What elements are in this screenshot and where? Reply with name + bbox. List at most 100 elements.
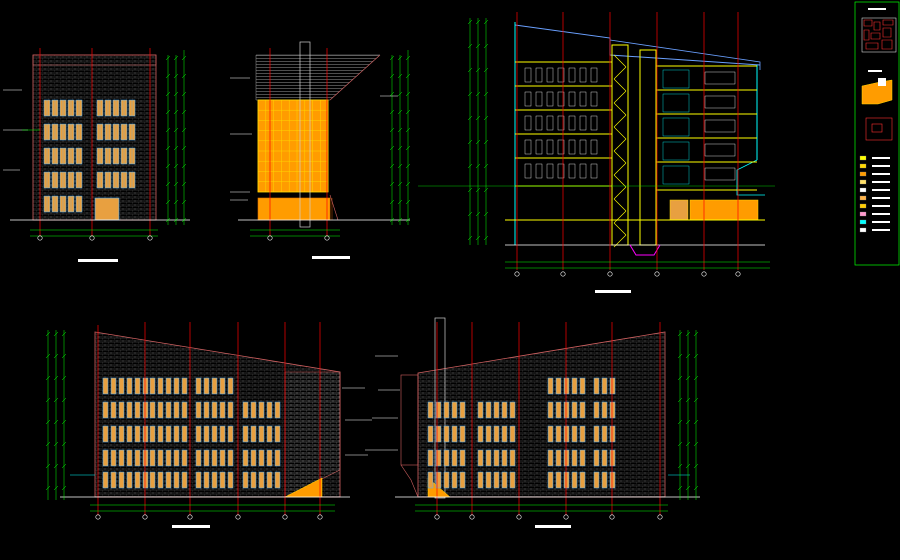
window: [451, 471, 458, 489]
window: [110, 449, 117, 467]
south-elevation-dimension-ticks: [37, 55, 187, 241]
section-window: [535, 139, 543, 155]
dimension-tick: [61, 375, 67, 381]
legend-swatch: [859, 195, 867, 201]
window: [181, 425, 188, 443]
window: [250, 449, 257, 467]
window: [509, 401, 516, 419]
dimension-tick: [173, 109, 179, 115]
cross-section-elevator-core: [639, 49, 657, 246]
east-long-elevation-drawing[interactable]: [365, 317, 700, 528]
dimension-tick: [173, 145, 179, 151]
window: [203, 425, 210, 443]
window: [142, 425, 149, 443]
axis-bubble: [514, 271, 520, 277]
window: [593, 401, 600, 419]
section-window: [546, 115, 554, 131]
east-elevation-drawing[interactable]: [230, 41, 411, 259]
dimension-tick: [483, 43, 489, 49]
dimension-tick: [475, 187, 481, 193]
dimension-tick: [483, 91, 489, 97]
window: [555, 449, 562, 467]
dimension-tick: [397, 109, 403, 115]
window: [242, 425, 249, 443]
section-window: [590, 139, 598, 155]
window: [501, 449, 508, 467]
window: [219, 449, 226, 467]
dimension-tick: [181, 217, 187, 223]
window: [242, 449, 249, 467]
dimension-tick: [61, 419, 67, 425]
dimension-tick: [483, 235, 489, 241]
window: [601, 377, 608, 395]
dimension-tick: [45, 441, 51, 447]
window: [258, 401, 265, 419]
legend-label-bar: [872, 173, 890, 175]
stair-flight: [613, 54, 627, 68]
legend-panel[interactable]: [854, 1, 900, 266]
window: [563, 401, 570, 419]
south-elevation-drawing[interactable]: [3, 48, 190, 262]
window: [227, 377, 234, 395]
window: [118, 425, 125, 443]
stair-flight: [613, 114, 627, 128]
section-window: [704, 143, 736, 157]
window: [149, 471, 156, 489]
dimension-tick: [677, 375, 683, 381]
dimension-tick: [405, 163, 411, 169]
east-elevation-slope: [329, 54, 381, 101]
dimension-tick: [475, 91, 481, 97]
axis-bubble: [235, 514, 241, 520]
section-window: [579, 139, 587, 155]
window: [134, 449, 141, 467]
section-window: [704, 167, 736, 181]
dimension-tick: [45, 375, 51, 381]
dimension-tick: [45, 419, 51, 425]
legend-subheader-bar: [868, 70, 882, 72]
window: [547, 377, 554, 395]
dimension-tick: [173, 217, 179, 223]
stair-flight: [613, 210, 627, 224]
window: [443, 425, 450, 443]
dimension-tick: [405, 91, 411, 97]
window: [601, 471, 608, 489]
stair-flight: [613, 174, 627, 188]
window: [242, 471, 249, 489]
dimension-tick: [45, 353, 51, 359]
dimension-tick: [61, 331, 67, 337]
cross-section-right-canopy: [736, 159, 765, 196]
window: [134, 471, 141, 489]
window: [579, 377, 586, 395]
dimension-tick: [677, 441, 683, 447]
window: [173, 425, 180, 443]
section-partition: [662, 117, 690, 137]
section-window: [590, 163, 598, 179]
legend-label-bar: [872, 157, 890, 159]
south-elevation-leaders: [3, 89, 40, 171]
window: [266, 449, 273, 467]
dimension-tick: [685, 419, 691, 425]
west-long-elevation-drawing[interactable]: [45, 322, 372, 528]
section-window: [535, 91, 543, 107]
window: [173, 401, 180, 419]
cross-section-floor-slabs: [515, 61, 757, 191]
stair-flight: [613, 138, 627, 152]
east-elevation-roof: [255, 54, 381, 101]
section-window: [590, 115, 598, 131]
window: [571, 425, 578, 443]
window: [485, 471, 492, 489]
dimension-tick: [165, 127, 171, 133]
axis-bubble: [657, 514, 663, 520]
dimension-tick: [389, 91, 395, 97]
cross-section-drawing[interactable]: [418, 12, 775, 293]
east-elevation-leaders: [230, 77, 398, 201]
window: [459, 401, 466, 419]
stair-flight: [613, 150, 627, 164]
window: [165, 449, 172, 467]
window: [102, 401, 109, 419]
window: [110, 425, 117, 443]
section-window: [546, 91, 554, 107]
stair-flight: [613, 198, 627, 212]
window: [485, 401, 492, 419]
